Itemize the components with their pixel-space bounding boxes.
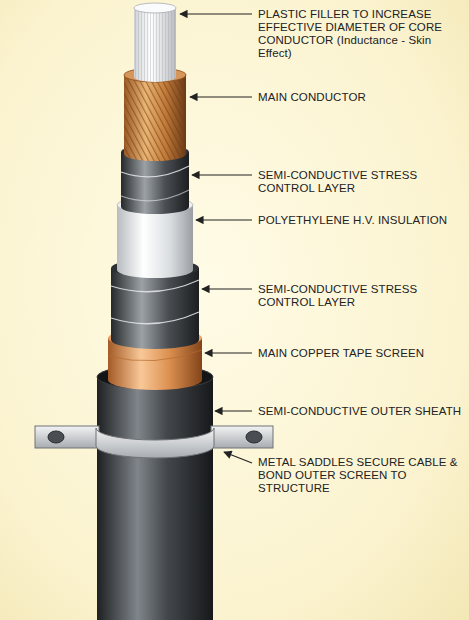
leader-arrow: [202, 288, 252, 289]
metal-saddle: [35, 426, 273, 458]
saddle-hole: [246, 431, 262, 443]
filler-body: [134, 8, 176, 82]
semi-body: [121, 152, 189, 214]
leader-arrow: [215, 410, 252, 411]
tape-edge: [108, 350, 202, 361]
leader-arrow: [196, 219, 252, 220]
filler-texture: [134, 8, 176, 82]
conductor-body: [124, 75, 186, 161]
leader-arrow: [190, 96, 252, 97]
callout-label: MAIN CONDUCTOR: [258, 91, 464, 104]
callout-label: POLYETHYLENE H.V. INSULATION: [258, 214, 464, 227]
callout-label: SEMI-CONDUCTIVE STRESS CONTROL LAYER: [258, 169, 464, 195]
outer-sheath: [97, 365, 213, 620]
saddle-hole: [48, 431, 64, 443]
insulation-body: [117, 205, 193, 278]
leader-arrow: [192, 174, 252, 175]
tape-spiral: [121, 166, 189, 177]
saddle-tab: [211, 426, 273, 448]
callout-label: METAL SADDLES SECURE CABLE & BOND OUTER …: [258, 456, 464, 495]
plastic-filler: [134, 3, 176, 82]
callout-label: SEMI-CONDUCTIVE OUTER SHEATH: [258, 405, 464, 418]
leader-arrow: [224, 452, 252, 463]
leader-arrow: [180, 13, 252, 14]
leader-arrow: [205, 352, 252, 353]
semi-body: [111, 268, 199, 349]
callout-label: MAIN COPPER TAPE SCREEN: [258, 347, 464, 360]
filler-face: [134, 3, 176, 13]
saddle-band: [96, 428, 214, 458]
tape-spiral: [121, 190, 189, 201]
conductor-strands: [124, 75, 186, 161]
tape-spiral: [111, 280, 199, 292]
tape-spiral: [111, 312, 199, 324]
callout-label: PLASTIC FILLER TO INCREASE EFFECTIVE DIA…: [258, 8, 464, 60]
leader-arrows: [180, 14, 252, 463]
saddle-tab: [35, 426, 99, 448]
callout-label: SEMI-CONDUCTIVE STRESS CONTROL LAYER: [258, 283, 464, 309]
sheath-body: [97, 377, 213, 620]
